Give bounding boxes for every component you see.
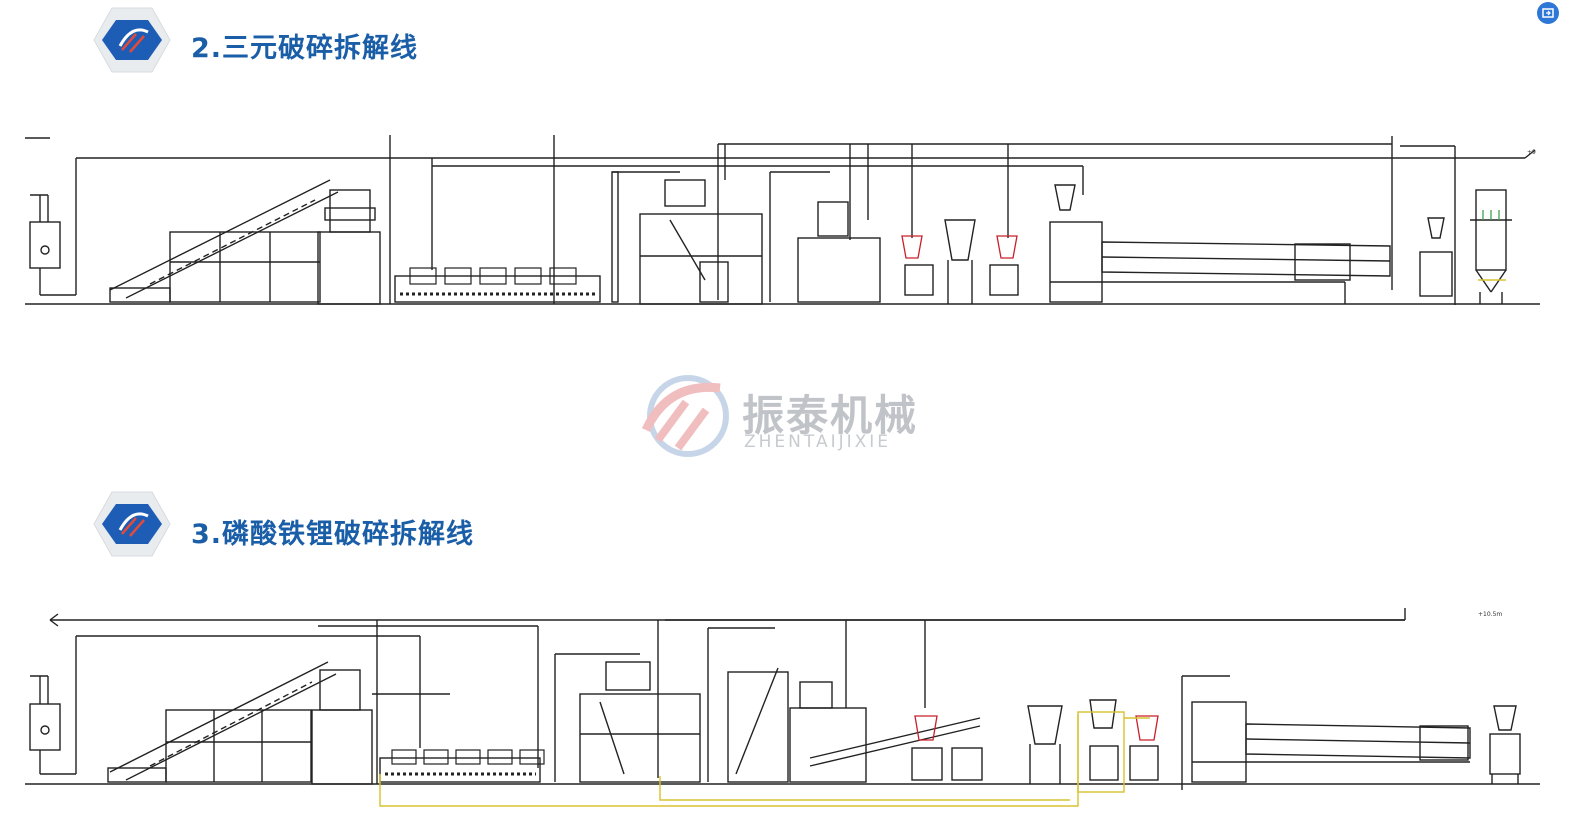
watermark-brand-en: ZHENTAIJIXIE	[744, 432, 892, 452]
section-title-lfp: 3.磷酸铁锂破碎拆解线	[191, 519, 475, 550]
elevation-label-2: +10.5m	[1478, 611, 1502, 618]
ternary-line-diagram: +9	[25, 135, 1540, 305]
section-title-ternary: 2.三元破碎拆解线	[191, 33, 419, 64]
section-badge-icon	[93, 491, 171, 557]
elevation-label-1: +9	[1527, 149, 1536, 156]
watermark-brand-cn: 振泰机械	[742, 391, 919, 440]
section-badge-icon	[93, 7, 171, 73]
brand-watermark: 振泰机械 ZHENTAIJIXIE	[628, 368, 948, 464]
lfp-line-diagram: +10.5m	[25, 608, 1540, 807]
export-icon[interactable]	[1537, 2, 1559, 24]
zhentai-logo-icon	[641, 375, 729, 457]
